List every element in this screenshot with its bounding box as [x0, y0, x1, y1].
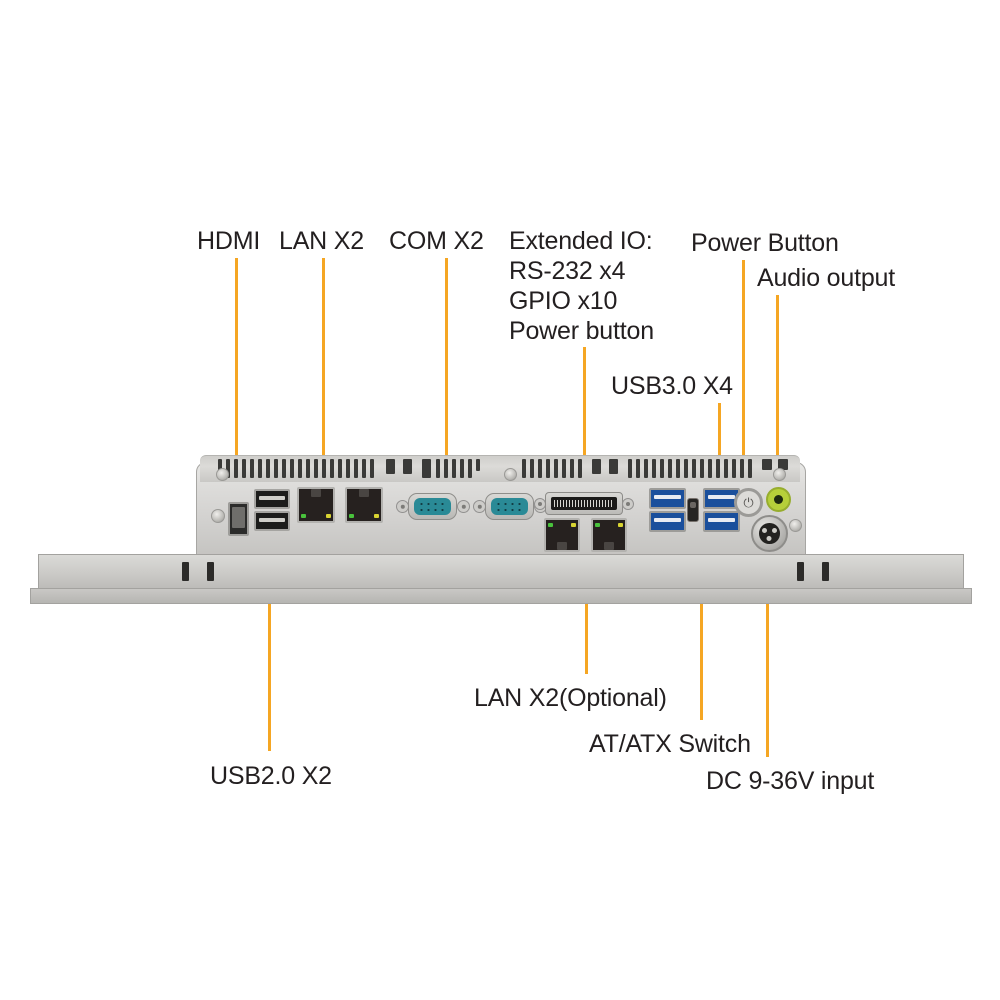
hdmi-port: [228, 502, 249, 536]
label-usb3: USB3.0 X4: [611, 372, 733, 400]
rj45-lan-port-2: [345, 487, 383, 523]
leader-at-atx: [700, 520, 703, 720]
usb2-port-1: [254, 489, 290, 509]
power-icon: ⏻: [743, 494, 754, 510]
audio-jack: [766, 487, 791, 512]
bezel-slot-right-2: [822, 562, 829, 581]
leader-extended-io: [583, 347, 586, 499]
db9-serial-port-1: [408, 493, 457, 520]
usb3-port-2: [649, 511, 686, 532]
label-dc-input: DC 9-36V input: [706, 767, 875, 795]
usb3-port-4: [703, 511, 740, 532]
label-audio-output: Audio output: [757, 264, 895, 292]
leader-com: [445, 258, 448, 484]
usb2-port-2: [254, 511, 290, 531]
rj45-lan-port-1: [297, 487, 335, 523]
leader-hdmi: [235, 258, 238, 506]
usb3-port-1: [649, 488, 686, 509]
chassis-screw-left: [216, 468, 229, 481]
chassis-screw-center: [504, 468, 517, 481]
label-power-button: Power Button: [691, 229, 839, 257]
label-usb2: USB2.0 X2: [210, 762, 332, 790]
label-hdmi: HDMI: [197, 227, 261, 255]
leader-power-button: [742, 260, 745, 492]
label-at-atx-switch: AT/ATX Switch: [589, 730, 751, 758]
at-atx-slide-switch[interactable]: [687, 498, 699, 522]
chassis-screw-lower-left: [211, 509, 225, 523]
leader-lanopt: [585, 558, 588, 674]
power-button[interactable]: ⏻: [734, 488, 763, 517]
extio-screwpost-right: [622, 498, 634, 510]
db9-screwpost-1b: [457, 500, 470, 513]
extended-io-connector: [545, 492, 623, 515]
rj45-lan-optional-port-2: [591, 518, 627, 552]
dc-input-jack: [751, 515, 788, 552]
bezel-slot-left-1: [182, 562, 189, 581]
label-com-x2: COM X2: [389, 227, 484, 255]
leader-audio-output: [776, 295, 779, 465]
heatsink-fins: [200, 455, 800, 482]
chassis-screw-right: [773, 468, 786, 481]
label-lan-x2: LAN X2: [279, 227, 364, 255]
bezel-slot-right-1: [797, 562, 804, 581]
label-lan-optional: LAN X2(Optional): [474, 684, 667, 712]
label-extended-io: Extended IO: RS-232 x4 GPIO x10 Power bu…: [509, 227, 654, 345]
leader-usb2: [268, 527, 271, 751]
rj45-lan-optional-port-1: [544, 518, 580, 552]
leader-usb3: [718, 403, 721, 481]
panel-bezel-lip: [30, 588, 972, 604]
leader-lan: [322, 258, 325, 484]
bezel-slot-left-2: [207, 562, 214, 581]
db9-serial-port-2: [485, 493, 534, 520]
chassis-screw-lower-right: [789, 519, 802, 532]
leader-dc-input: [766, 545, 769, 757]
